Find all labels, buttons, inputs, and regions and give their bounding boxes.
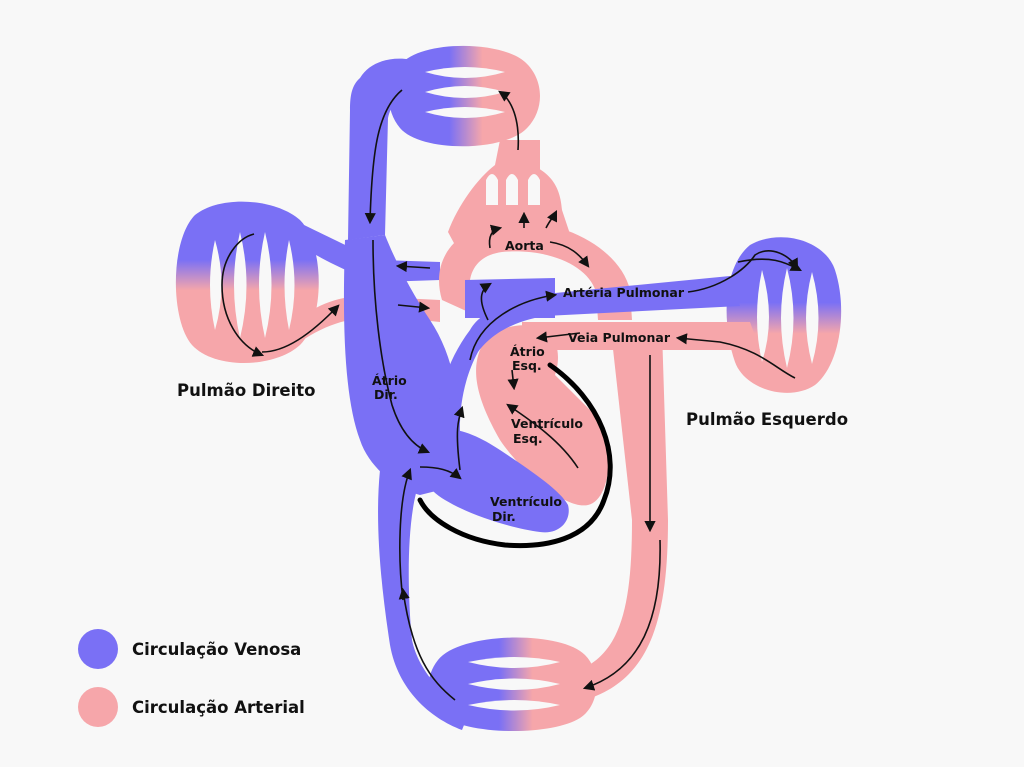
legend: Circulação Venosa Circulação Arterial bbox=[78, 627, 305, 743]
arrow-ra-down bbox=[372, 239, 431, 454]
venous-vessels bbox=[343, 58, 740, 730]
label-left-ventricle-line1: Ventrículo bbox=[511, 416, 583, 431]
arrow-la-to-lv bbox=[507, 369, 519, 391]
arrow-to-upper-body bbox=[498, 90, 520, 151]
arrow-to-left-lung bbox=[687, 250, 799, 293]
arrow-from-left-lung bbox=[675, 333, 796, 379]
arrow-vein-to-la bbox=[535, 331, 581, 343]
arrow-left-lung-top bbox=[737, 258, 802, 272]
label-pulmonary-vein: Veia Pulmonar bbox=[568, 330, 671, 345]
label-right-lung: Pulmão Direito bbox=[177, 381, 315, 400]
diagram-labels: Aorta Artéria Pulmonar Veia Pulmonar Átr… bbox=[177, 238, 848, 524]
legend-label-venous: Circulação Venosa bbox=[132, 639, 302, 659]
lower-body-capillary-bed bbox=[428, 637, 597, 732]
arrow-ra-to-rv bbox=[419, 466, 462, 480]
legend-item-arterial: Circulação Arterial bbox=[78, 685, 305, 729]
label-left-lung: Pulmão Esquerdo bbox=[686, 410, 848, 429]
upper-body-capillary-bed bbox=[388, 45, 540, 147]
label-pulmonary-artery: Artéria Pulmonar bbox=[563, 285, 685, 300]
arrow-from-right-lung bbox=[397, 301, 431, 313]
conduction-arc bbox=[417, 362, 613, 549]
arrow-to-right-lung bbox=[395, 260, 431, 273]
arrow-aorta-left bbox=[488, 224, 503, 249]
arterial-swatch bbox=[78, 687, 118, 727]
label-left-atrium-line2: Esq. bbox=[512, 358, 542, 373]
arrow-lv-to-aorta bbox=[479, 282, 492, 321]
arrow-aorta-up-right bbox=[545, 209, 558, 229]
arrow-lv-up bbox=[506, 403, 579, 469]
arrow-right-lung-out bbox=[261, 304, 340, 353]
label-left-atrium-line1: Átrio bbox=[510, 344, 545, 359]
arrow-right-lung-loop bbox=[221, 233, 265, 357]
arrow-to-lower-body bbox=[582, 539, 661, 691]
arrow-aorta-right bbox=[549, 241, 590, 268]
arterial-vessels bbox=[439, 140, 760, 700]
arrow-ivc-up bbox=[399, 467, 412, 601]
flow-arrows bbox=[221, 89, 802, 701]
label-left-ventricle-line2: Esq. bbox=[513, 431, 543, 446]
label-right-atrium-line2: Dir. bbox=[374, 387, 398, 402]
label-right-ventricle-line1: Ventrículo bbox=[490, 494, 562, 509]
arrow-svc-down bbox=[364, 89, 403, 225]
label-right-ventricle-line2: Dir. bbox=[492, 509, 516, 524]
arrow-rv-up bbox=[453, 405, 465, 471]
legend-item-venous: Circulação Venosa bbox=[78, 627, 305, 671]
legend-label-arterial: Circulação Arterial bbox=[132, 697, 305, 717]
arrow-rv-to-pa bbox=[469, 290, 558, 361]
label-right-atrium-line1: Átrio bbox=[372, 373, 407, 388]
label-aorta: Aorta bbox=[505, 238, 544, 253]
venous-swatch bbox=[78, 629, 118, 669]
arrow-lower-body-up bbox=[398, 587, 456, 701]
